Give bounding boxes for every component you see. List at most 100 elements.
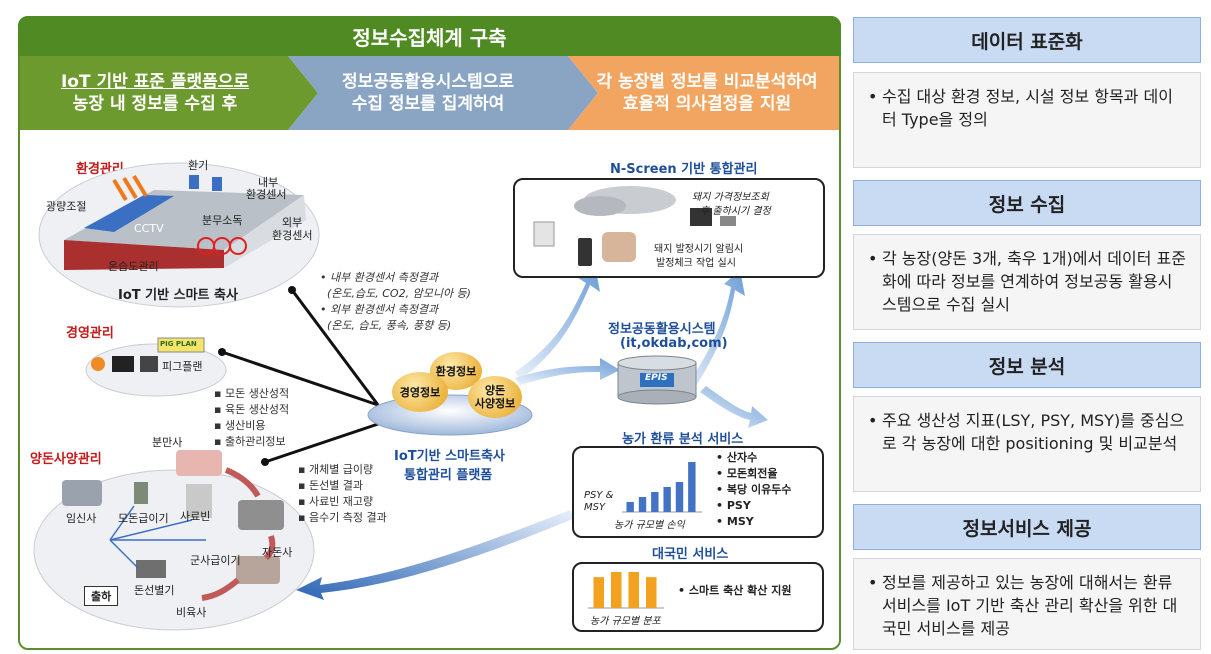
public-xlabel: 농가 규모별 분포 bbox=[590, 616, 661, 627]
label-outer-sensor: 환경센서 bbox=[272, 229, 313, 242]
line-env bbox=[290, 289, 380, 406]
bar-2 bbox=[638, 497, 647, 512]
arrow-epis-to-feedback bbox=[700, 386, 768, 428]
feedback-title: 농가 환류 분석 서비스 bbox=[622, 432, 744, 447]
step-1: IoT 기반 표준 플랫폼으로 농장 내 정보를 수집 후 bbox=[30, 62, 280, 124]
right-body-4: •정보를 제공하고 있는 농장에 대해서는 환류 서비스를 IoT 기반 축산 … bbox=[853, 558, 1201, 650]
connector-layer bbox=[218, 270, 768, 600]
epis-title: 정보공동활용시스템 bbox=[608, 322, 716, 337]
epis-url: (it,okdab,com) bbox=[620, 336, 728, 351]
public-chart bbox=[588, 572, 664, 609]
platform-caption-2: 통합관리 플랫폼 bbox=[404, 468, 493, 483]
pigplan-label: 피그플랜 bbox=[162, 360, 203, 373]
feedback-items: • 산자수 • 모돈회전율 • 복당 이유두수 • PSY • MSY bbox=[716, 450, 791, 530]
nscreen-price-2: 후 출하시기 결정 bbox=[700, 206, 771, 217]
step-2-line1: 정보공동활용시스템으로 bbox=[341, 72, 515, 92]
pig-bullet: ▪ 사료빈 재고량 bbox=[298, 495, 374, 508]
label-scale: 돈선별기 bbox=[134, 584, 175, 597]
feedback-item: • 복당 이유두수 bbox=[716, 483, 792, 496]
feedback-item: • MSY bbox=[716, 515, 754, 528]
bar-4 bbox=[646, 577, 657, 608]
nscreen-price-1: 돼지 가격정보조회 bbox=[692, 192, 769, 203]
right-body-2: •각 농장(양돈 3개, 축우 1개)에서 데이터 표준화에 따라 정보를 연계… bbox=[853, 234, 1201, 330]
feedback-ylabel: PSY & MSY bbox=[584, 490, 614, 513]
mgmt-illustration bbox=[85, 337, 227, 397]
ship-box: 출하 bbox=[84, 586, 119, 606]
bar-4 bbox=[663, 487, 671, 512]
label-groupfeed: 군사급이기 bbox=[190, 554, 241, 567]
bullet-dot: • bbox=[868, 573, 878, 592]
step-2-line2: 수집 정보를 집계하여 bbox=[351, 94, 505, 114]
label-sowfeed: 모돈급이기 bbox=[118, 512, 169, 525]
bar-2 bbox=[611, 572, 622, 608]
label-temp: 온습도관리 bbox=[108, 260, 159, 273]
line-mgmt bbox=[221, 350, 379, 407]
bullet-dot: • bbox=[868, 87, 878, 106]
label-inner-sensor: 환경센서 bbox=[246, 188, 287, 201]
arrow-to-epis bbox=[515, 358, 620, 385]
env-sensor-note: • 내부 환경센서 측정결과 (온도,습도, CO2, 암모니아 등) • 외부… bbox=[320, 271, 471, 332]
feedback-box bbox=[572, 446, 824, 538]
right-header-2: 정보 수집 bbox=[853, 180, 1201, 226]
sphere-pig: 양돈 사양정보 bbox=[468, 376, 522, 418]
mgmt-section-title: 경영관리 bbox=[66, 326, 114, 341]
step-banner bbox=[20, 56, 839, 130]
mgmt-bullet: ▪ 육돈 생산성적 bbox=[214, 403, 290, 416]
label-nursery: 자돈사 bbox=[262, 546, 293, 559]
pig-farm-illustration bbox=[33, 450, 315, 631]
label-cctv: CCTV bbox=[134, 222, 164, 235]
public-item: • 스마트 축산 확산 지원 bbox=[678, 584, 792, 597]
label-finish: 비육사 bbox=[176, 606, 207, 619]
label-mist: 분무소독 bbox=[202, 214, 243, 227]
nscreen-title: N-Screen 기반 통합관리 bbox=[610, 162, 758, 177]
line-pig bbox=[264, 418, 391, 464]
bar-1 bbox=[626, 502, 634, 512]
label-inner: 내부 bbox=[258, 176, 279, 189]
public-title: 대국민 서비스 bbox=[652, 547, 729, 562]
step-1-line2: 농장 내 정보를 수집 후 bbox=[72, 94, 238, 114]
step-1-arrow bbox=[20, 56, 318, 130]
feedback-item: • 산자수 bbox=[716, 451, 758, 464]
right-header-4: 정보서비스 제공 bbox=[853, 504, 1201, 550]
pig-bullet: ▪ 돈선별 결과 bbox=[298, 479, 364, 492]
feedback-xlabel: 농가 규모별 손익 bbox=[614, 520, 685, 531]
step-1-line1: IoT 기반 표준 플랫폼으로 bbox=[60, 72, 250, 92]
bar-5 bbox=[675, 482, 684, 512]
mgmt-bullets: ▪ 모돈 생산성적 ▪ 육돈 생산성적 ▪ 생산비용 ▪ 출하관리정보 bbox=[214, 386, 289, 450]
arrow-epis-to-nscreen bbox=[682, 270, 745, 395]
step-2: 정보공동활용시스템으로 수집 정보를 집계하여 bbox=[300, 62, 556, 124]
epis-badge: EPIS bbox=[645, 373, 668, 383]
step-3: 각 농장별 정보를 비교분석하여 효율적 의사결정을 지원 bbox=[578, 62, 836, 124]
right-header-1: 데이터 표준화 bbox=[853, 17, 1201, 63]
feedback-chart bbox=[622, 462, 702, 513]
mgmt-bullet: ▪ 출하관리정보 bbox=[214, 435, 286, 448]
pig-bullet: ▪ 음수기 측정 결과 bbox=[298, 511, 387, 524]
step-3-line1: 각 농장별 정보를 비교분석하여 bbox=[596, 72, 818, 92]
step-2-arrow bbox=[288, 56, 598, 130]
nscreen-alarm-2: 발정체크 작업 실시 bbox=[656, 258, 736, 269]
mgmt-bullet: ▪ 생산비용 bbox=[214, 419, 266, 432]
mgmt-bullet: ▪ 모돈 생산성적 bbox=[214, 387, 290, 400]
bar-6 bbox=[688, 462, 696, 512]
nscreen-illustration bbox=[533, 186, 736, 266]
label-farrow: 분만사 bbox=[152, 436, 183, 449]
sphere-mgmt: 경영정보 bbox=[392, 372, 448, 412]
right-header-3: 정보 분석 bbox=[853, 342, 1201, 388]
arrow-back-to-farm bbox=[296, 510, 575, 600]
pigplan-logo: PIG PLAN bbox=[160, 340, 197, 348]
platform-caption-1: IoT기반 스마트축사 bbox=[394, 449, 505, 464]
pig-section-title: 양돈사양관리 bbox=[30, 452, 102, 467]
label-preg: 임신사 bbox=[66, 512, 97, 525]
arrow-to-nscreen bbox=[515, 270, 600, 380]
nscreen-alarm-1: 돼지 발정시기 알림시 bbox=[654, 244, 744, 255]
bullet-dot: • bbox=[868, 411, 878, 430]
bullet-dot: • bbox=[868, 249, 878, 268]
label-silo: 사료빈 bbox=[180, 510, 211, 523]
pig-bullet: ▪ 개체별 급이량 bbox=[298, 463, 374, 476]
step-3-arrow bbox=[568, 56, 839, 130]
right-body-3: •주요 생산성 지표(LSY, PSY, MSY)를 중심으로 각 농장에 대한… bbox=[853, 396, 1201, 492]
barn-caption: IoT 기반 스마트 축사 bbox=[118, 288, 238, 303]
label-outer: 외부 bbox=[282, 216, 303, 229]
bar-1 bbox=[593, 577, 604, 608]
label-light: 광량조절 bbox=[46, 200, 87, 213]
